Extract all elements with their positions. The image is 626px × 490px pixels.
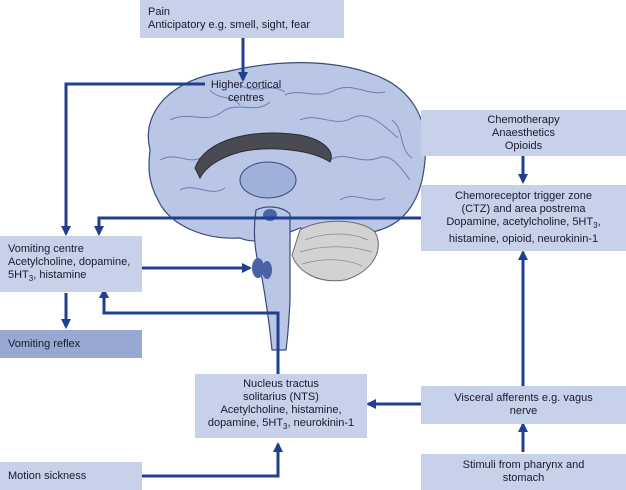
ctz-box: Chemoreceptor trigger zone (CTZ) and are… <box>421 185 626 251</box>
arrow-nts-to-vomiting-centre <box>99 288 280 376</box>
anticipatory-label: Anticipatory e.g. smell, sight, fear <box>148 19 311 31</box>
arrow-motion-to-nts <box>142 442 283 478</box>
arrows <box>61 38 528 478</box>
cerebellum-shape <box>291 220 379 282</box>
stimuli-box: Stimuli from pharynx and stomach <box>421 454 626 490</box>
motion-sickness-box: Motion sickness <box>0 462 142 490</box>
pain-label: Pain <box>148 6 171 18</box>
corpus-callosum-shape <box>194 132 332 180</box>
visceral-afferents-box: Visceral afferents e.g. vagus nerve <box>421 386 626 424</box>
pain-box: Pain Anticipatory e.g. smell, sight, fea… <box>140 0 344 38</box>
arrow-cortex-to-vomiting-centre <box>61 82 205 236</box>
vomiting-centre-box: Vomiting centre Acetylcholine, dopamine,… <box>0 236 142 292</box>
higher-cortical-label: Higher cortical centres <box>210 79 282 104</box>
arrow-ctz-to-vomiting-centre <box>94 216 421 236</box>
brainstem-shape <box>253 206 291 351</box>
vomiting-reflex-box: Vomiting reflex <box>0 330 142 358</box>
chemotherapy-box: Chemotherapy Anaesthetics Opioids <box>421 110 626 156</box>
brain-illustration <box>147 62 427 351</box>
nts-box: Nucleus tractus solitarius (NTS) Acetylc… <box>195 374 367 438</box>
